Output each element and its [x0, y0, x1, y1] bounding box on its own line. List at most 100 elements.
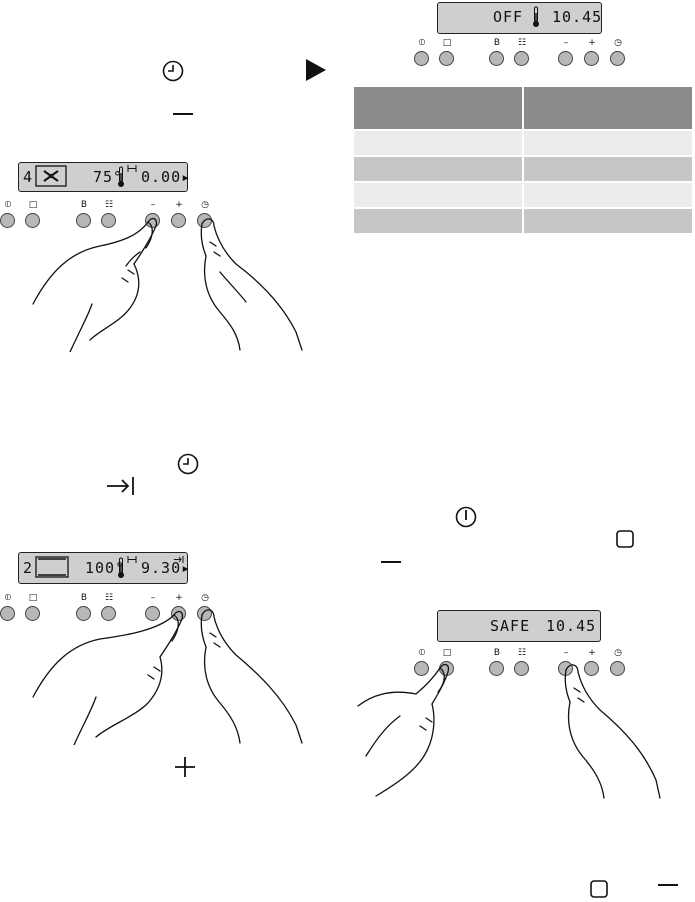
panel-label: ☷ — [104, 593, 114, 603]
oven-display-left2: 2 100° 9.30▸ — [18, 552, 192, 584]
table-cell — [523, 181, 692, 208]
on-off-button[interactable] — [0, 213, 15, 228]
display-shelf: 4 — [23, 168, 34, 186]
panel-label: □ — [442, 648, 452, 658]
menu-button[interactable] — [101, 213, 116, 228]
table-cell — [354, 129, 524, 156]
plus-button[interactable] — [171, 213, 186, 228]
panel-label: B — [493, 38, 501, 48]
display-time: 9.30▸ — [141, 559, 192, 577]
plus-button[interactable] — [584, 661, 599, 676]
panel-label: ⦶ — [418, 38, 426, 48]
table-cell — [354, 207, 524, 233]
panel-label: ☷ — [517, 648, 527, 658]
panel-label: ◷ — [201, 593, 209, 603]
minus-icon — [658, 884, 678, 886]
function-button[interactable] — [25, 213, 40, 228]
minus-icon — [381, 561, 401, 563]
panel-label: + — [588, 648, 596, 658]
on-off-button[interactable] — [414, 51, 429, 66]
duration-icon — [127, 556, 137, 563]
power-icon — [455, 506, 477, 528]
b-button[interactable] — [76, 606, 91, 621]
menu-button[interactable] — [101, 606, 116, 621]
function-button[interactable] — [25, 606, 40, 621]
panel-label: – — [563, 648, 569, 658]
panel-label: ◷ — [614, 38, 622, 48]
table-header-row — [354, 87, 692, 130]
panel-label: B — [493, 648, 501, 658]
plus-button[interactable] — [584, 51, 599, 66]
minus-icon — [173, 113, 193, 115]
hand-illustration — [32, 609, 303, 745]
panel-label: ◷ — [201, 200, 209, 210]
display-time: 0.00▸ — [141, 168, 192, 186]
plus-icon — [175, 757, 195, 777]
panel-label: □ — [442, 38, 452, 48]
panel-label: – — [150, 200, 156, 210]
oven-display-right2: SAFE 10.45 — [437, 610, 601, 642]
end-time-small-icon — [174, 556, 184, 563]
b-button[interactable] — [489, 51, 504, 66]
table-cell — [523, 207, 692, 233]
table-row — [354, 181, 692, 208]
on-off-button[interactable] — [414, 661, 429, 676]
minus-button[interactable] — [145, 606, 160, 621]
thermometer-icon — [118, 557, 124, 578]
display-time: 10.45 — [552, 8, 603, 26]
panel-label: + — [175, 200, 183, 210]
panel-label: ⦶ — [418, 648, 426, 658]
panel-label: □ — [28, 200, 38, 210]
panel-label: + — [175, 593, 183, 603]
display-shelf: 2 — [23, 559, 34, 577]
hand-illustration — [32, 217, 303, 352]
table-cell — [354, 181, 524, 208]
menu-button[interactable] — [514, 661, 529, 676]
conventional-heat-icon — [35, 556, 69, 578]
b-button[interactable] — [489, 661, 504, 676]
clock-icon — [162, 60, 184, 82]
b-button[interactable] — [76, 213, 91, 228]
on-off-button[interactable] — [0, 606, 15, 621]
clock-icon — [177, 453, 199, 475]
minus-button[interactable] — [558, 51, 573, 66]
hand-illustration — [357, 663, 661, 799]
oven-display-top: OFF 10.45 — [437, 2, 602, 34]
end-time-icon — [107, 477, 134, 495]
square-button-icon — [616, 530, 634, 548]
display-time: 10.45 — [546, 617, 597, 635]
display-status: OFF — [493, 8, 524, 26]
table-cell — [354, 155, 524, 182]
thermometer-icon — [118, 166, 124, 187]
panel-label: ☷ — [517, 38, 527, 48]
panel-label: – — [563, 38, 569, 48]
clock-button[interactable] — [610, 661, 625, 676]
panel-label: + — [588, 38, 596, 48]
panel-label: ◷ — [614, 648, 622, 658]
panel-label: □ — [28, 593, 38, 603]
fan-icon — [35, 165, 67, 187]
panel-label: ☷ — [104, 200, 114, 210]
table-header-cell — [354, 87, 524, 130]
display-temp: 100° — [85, 559, 126, 577]
square-button-icon — [590, 880, 608, 898]
clock-button[interactable] — [610, 51, 625, 66]
duration-icon — [127, 165, 137, 172]
menu-button[interactable] — [514, 51, 529, 66]
function-button[interactable] — [439, 51, 454, 66]
table-row — [354, 129, 692, 156]
display-temp: 75° — [93, 168, 124, 186]
panel-label: B — [80, 200, 88, 210]
display-status: SAFE — [490, 617, 531, 635]
thermometer-icon — [533, 6, 539, 27]
panel-label: B — [80, 593, 88, 603]
control-panel-top: ⦶ □ B ☷ – + ◷ — [412, 38, 632, 68]
table-cell — [523, 155, 692, 182]
play-arrow-icon — [306, 59, 326, 81]
table-cell — [523, 129, 692, 156]
table-header-cell — [523, 87, 692, 130]
panel-label: – — [150, 593, 156, 603]
panel-label: ⦶ — [4, 593, 12, 603]
panel-label: ⦶ — [4, 200, 12, 210]
settings-table — [354, 87, 692, 233]
